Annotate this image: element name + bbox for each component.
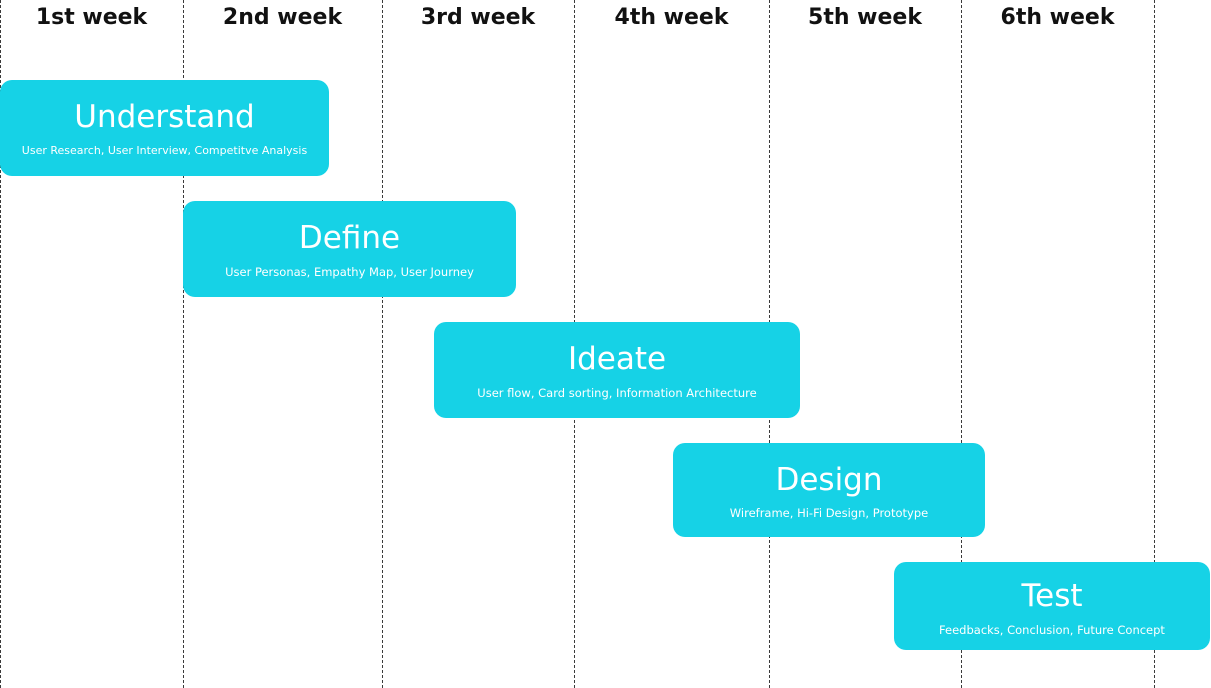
week-label-3: 3rd week (420, 5, 536, 30)
phase-ideate-title: Ideate (567, 341, 667, 377)
phase-define: Define User Personas, Empathy Map, User … (183, 201, 516, 297)
phase-test-tasks: Feedbacks, Conclusion, Future Concept (939, 623, 1165, 637)
phase-test-title: Test (1021, 578, 1083, 614)
week-divider-1 (0, 0, 1, 688)
week-divider-7 (1154, 0, 1155, 688)
week-divider-6 (961, 0, 962, 688)
phase-design-title: Design (775, 462, 883, 498)
week-label-2: 2nd week (222, 5, 343, 30)
week-label-5: 5th week (808, 5, 922, 30)
phase-design-tasks: Wireframe, Hi-Fi Design, Prototype (729, 506, 929, 520)
phase-understand-title: Understand (74, 99, 255, 135)
phase-define-title: Define (298, 220, 401, 256)
week-divider-3 (382, 0, 383, 688)
phase-understand-tasks: User Research, User Interview, Competitv… (21, 144, 308, 157)
phase-understand: Understand User Research, User Interview… (0, 80, 329, 176)
phase-test: Test Feedbacks, Conclusion, Future Conce… (894, 562, 1210, 650)
week-label-4: 4th week (614, 5, 729, 30)
week-label-1: 1st week (35, 5, 148, 30)
phase-design: Design Wireframe, Hi-Fi Design, Prototyp… (673, 443, 985, 537)
phase-ideate-tasks: User flow, Card sorting, Information Arc… (477, 386, 757, 400)
phase-define-tasks: User Personas, Empathy Map, User Journey (225, 265, 474, 279)
phase-ideate: Ideate User flow, Card sorting, Informat… (434, 322, 800, 418)
week-label-6: 6th week (1000, 5, 1115, 30)
week-divider-2 (183, 0, 184, 688)
